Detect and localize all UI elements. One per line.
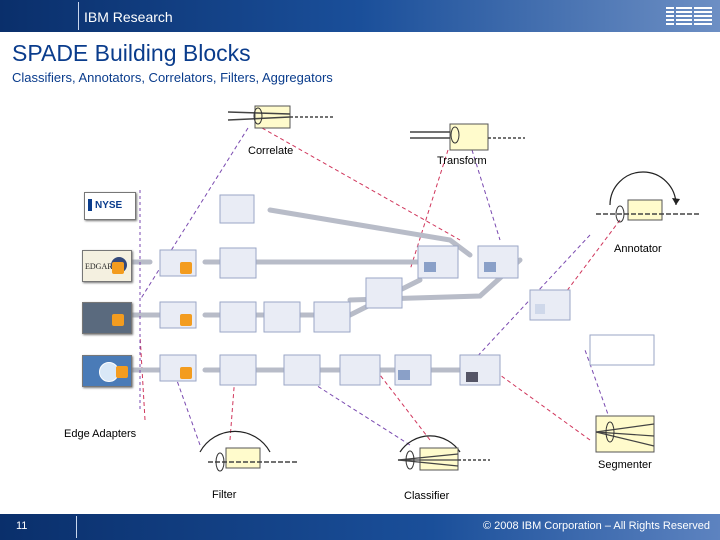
connector-segmenter-2: [584, 349, 611, 421]
annotator-operator: [596, 171, 700, 223]
source-video: [82, 302, 132, 334]
connector-segmenter: [499, 374, 591, 441]
label-annotator: Annotator: [614, 243, 662, 255]
connector-filter-2: [174, 374, 201, 446]
label-classifier: Classifier: [404, 490, 450, 502]
ibm-logo-icon: [666, 7, 712, 25]
rss-icon: [180, 262, 192, 274]
box-row3-c: [283, 354, 321, 386]
filter-operator: [199, 430, 298, 472]
label-correlate: Correlate: [248, 145, 294, 157]
classifier-operator: [397, 435, 490, 471]
box-row2-b: [219, 301, 257, 333]
header-divider: [78, 2, 79, 30]
footer-divider: [76, 516, 77, 538]
source-nyse: NYSE: [84, 192, 136, 220]
box-row1-b: [219, 247, 257, 279]
connector-classifier-2: [299, 374, 411, 446]
connector-transform-right: [471, 149, 501, 241]
page-title: SPADE Building Blocks: [12, 40, 251, 66]
connector-edge: [139, 334, 146, 421]
label-segmenter: Segmenter: [598, 459, 652, 471]
rss-icon: [180, 367, 192, 379]
rss-icon: [112, 314, 124, 326]
page-number: 11: [16, 520, 28, 532]
connector-correlate-flow: [261, 127, 461, 241]
label-edge-adapters: Edge Adapters: [64, 428, 137, 440]
nyse-label: NYSE: [95, 200, 123, 211]
pipe-top: [267, 207, 473, 258]
segmenter-operator: [595, 415, 655, 453]
thumbnail-icons: [398, 262, 545, 382]
box-row3-d: [339, 354, 381, 386]
nyse-mark-icon: [88, 199, 92, 211]
connector-annotator-2: [459, 234, 591, 376]
pipe-row2: [127, 257, 523, 318]
connector-annotator: [559, 219, 621, 301]
transform-operator: [410, 123, 525, 151]
box-row3-b: [219, 354, 257, 386]
processing-boxes: [159, 194, 655, 386]
header-org: IBM Research: [84, 9, 173, 25]
box-aggregate: [529, 289, 571, 321]
box-row2-d: [313, 301, 351, 333]
correlate-operator: [227, 105, 335, 129]
rss-icon: [116, 366, 128, 378]
copyright: © 2008 IBM Corporation – All Rights Rese…: [483, 520, 710, 532]
box-alert: [589, 334, 655, 366]
box-row2-c: [263, 301, 301, 333]
edgar-label: EDGAR: [85, 262, 113, 271]
label-filter: Filter: [212, 489, 237, 501]
connector-filter: [229, 374, 236, 441]
rss-icon: [180, 314, 192, 326]
rss-icon: [112, 262, 124, 274]
page-subtitle: Classifiers, Annotators, Correlators, Fi…: [12, 70, 333, 85]
source-noaa: [82, 355, 132, 387]
box-watch: [219, 194, 255, 224]
connector-correlate-left: [139, 127, 249, 301]
header-bar: [0, 0, 720, 32]
box-earnings: [365, 277, 403, 309]
source-edgar: EDGAR: [82, 250, 132, 282]
label-transform: Transform: [437, 155, 487, 167]
footer-bar: [0, 514, 720, 540]
